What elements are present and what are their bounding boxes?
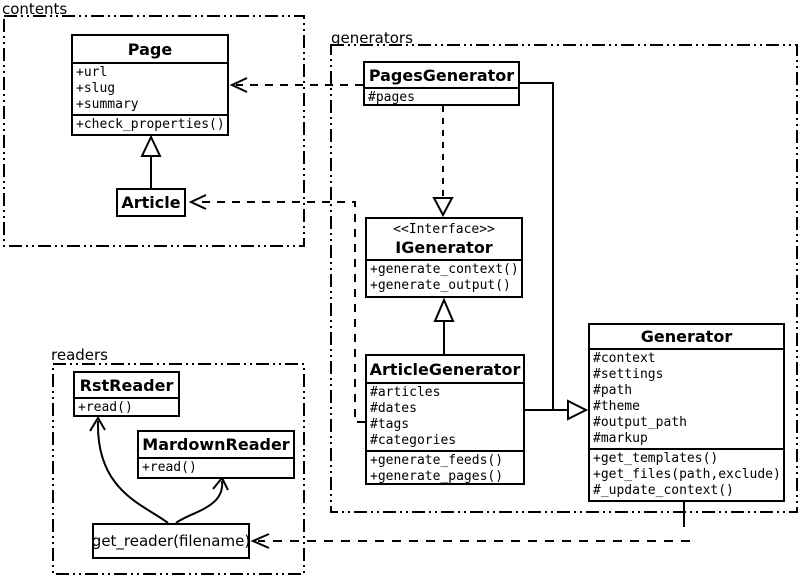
interface-igenerator-name: IGenerator (395, 237, 493, 257)
method: +read() (142, 460, 197, 475)
class-page-methods: +check_properties() (73, 114, 227, 134)
class-rstreader: RstReader +read() (73, 371, 180, 417)
dependency-articlegenerator-article (188, 194, 365, 423)
class-pagesgenerator-name: PagesGenerator (368, 65, 515, 85)
attribute: +slug (76, 81, 116, 96)
attribute: #pages (368, 90, 415, 105)
interface-igenerator-methods: +generate_context() +generate_output() (367, 259, 521, 296)
dependency-generator-getreader (250, 502, 690, 549)
method: +generate_context() (370, 262, 519, 277)
attribute: #output_path (593, 415, 687, 430)
class-mardownreader-name: MardownReader (142, 435, 290, 454)
attribute: #theme (593, 399, 640, 414)
method: +generate_output() (370, 278, 511, 293)
package-frame-generators (330, 44, 798, 513)
attribute: #context (593, 351, 656, 366)
class-articlegenerator-name: ArticleGenerator (369, 359, 521, 379)
attribute: #dates (370, 401, 417, 416)
arrow-getreader-rstreader (89, 416, 169, 524)
arrow-getreader-mardownreader (175, 476, 229, 524)
class-page: Page +url +slug +summary +check_properti… (71, 34, 229, 136)
class-generator-methods: +get_templates() +get_files(path,exclude… (590, 448, 783, 500)
method: +read() (78, 400, 133, 415)
method: +get_files(path,exclude) (593, 467, 781, 482)
class-mardownreader-methods: +read() (139, 457, 293, 477)
method: #_update_context() (593, 483, 734, 498)
attribute: +summary (76, 97, 139, 112)
class-generator: Generator #context #settings #path #them… (588, 323, 785, 502)
method: +check_properties() (76, 117, 225, 132)
class-mardownreader: MardownReader +read() (137, 430, 295, 479)
generalization-article-page (140, 134, 162, 188)
class-article: Article (116, 188, 186, 217)
realization-pagesgenerator-igenerator (432, 106, 454, 218)
method: +generate_pages() (370, 469, 504, 484)
class-rstreader-name: RstReader (79, 375, 174, 395)
method: +generate_feeds() (370, 453, 504, 468)
generalization-generators-generator (520, 82, 589, 421)
class-articlegenerator: ArticleGenerator #articles #dates #tags … (365, 354, 525, 485)
attribute: #categories (370, 433, 457, 448)
package-label-readers: readers (51, 346, 108, 364)
class-rstreader-methods: +read() (75, 397, 178, 415)
class-articlegenerator-attributes: #articles #dates #tags #categories (367, 382, 523, 450)
class-generator-attributes: #context #settings #path #theme #output_… (590, 348, 783, 448)
class-generator-name: Generator (640, 327, 733, 346)
attribute: #path (593, 383, 633, 398)
function-get-reader: get_reader(filename) (92, 523, 250, 559)
attribute: #tags (370, 417, 410, 432)
package-label-contents: contents (2, 0, 68, 18)
package-label-generators: generators (331, 29, 413, 47)
attribute: +url (76, 65, 108, 80)
attribute: #settings (593, 367, 664, 382)
class-page-name: Page (127, 39, 173, 59)
attribute: #markup (593, 431, 648, 446)
package-frame-readers (52, 363, 305, 575)
class-pagesgenerator: PagesGenerator #pages (363, 61, 520, 106)
interface-igenerator: <<Interface>> IGenerator +generate_conte… (365, 217, 523, 298)
class-articlegenerator-methods: +generate_feeds() +generate_pages() (367, 450, 523, 484)
method: +get_templates() (593, 451, 719, 466)
dependency-pagesgenerator-page (229, 77, 363, 93)
attribute: #articles (370, 385, 441, 400)
interface-stereotype: <<Interface>> (393, 221, 495, 237)
class-article-name: Article (121, 193, 181, 212)
generalization-articlegenerator-igenerator (433, 297, 455, 354)
class-pagesgenerator-attributes: #pages (365, 87, 518, 105)
interface-igenerator-header: <<Interface>> IGenerator (367, 219, 521, 259)
package-frame-contents (3, 15, 305, 247)
class-page-attributes: +url +slug +summary (73, 62, 227, 114)
